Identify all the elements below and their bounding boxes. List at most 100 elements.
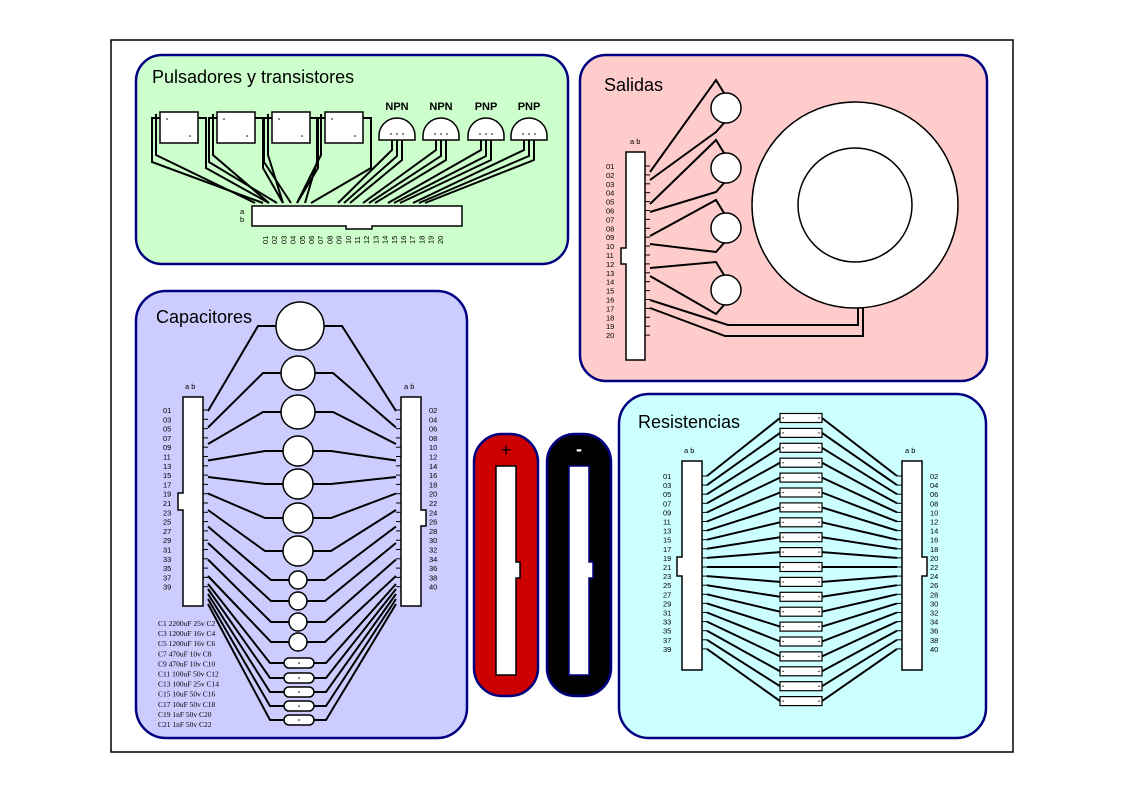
res-right-pin-16: 16 <box>930 536 938 545</box>
led-wire <box>649 198 725 237</box>
res-wire <box>706 461 781 505</box>
res-right-pin-06: 06 <box>930 490 938 499</box>
cap-left-pin-25: 25 <box>163 518 171 527</box>
row-label-a: a <box>240 207 245 216</box>
transistor-wire <box>418 140 530 204</box>
res-dot <box>782 536 784 538</box>
res-left-pin-17: 17 <box>663 545 671 554</box>
resistor-19 <box>779 695 823 707</box>
cap-wire <box>207 558 289 623</box>
push-button <box>271 111 311 144</box>
button-dot <box>246 135 248 137</box>
res-dot <box>782 700 784 702</box>
res-wire <box>706 602 781 628</box>
output-led <box>710 92 742 124</box>
cap-dot <box>298 705 300 707</box>
salidas-pin-07: 07 <box>606 215 614 224</box>
cap-small-wire <box>314 593 397 693</box>
pin-label-01: 01 <box>261 236 270 244</box>
pin-label-13: 13 <box>371 236 380 244</box>
cap-left-pin-23: 23 <box>163 508 171 517</box>
cap-left-pin-29: 29 <box>163 536 171 545</box>
capacitor-9 <box>288 612 308 632</box>
resistor-7 <box>779 517 823 528</box>
cap-wire <box>313 509 397 552</box>
capacitor-1 <box>280 355 316 391</box>
res-right-pin-34: 34 <box>930 618 938 627</box>
res-right-pin-36: 36 <box>930 627 938 636</box>
cap-small-wire <box>314 583 397 664</box>
res-right-connector <box>901 460 928 671</box>
cap-left-pin-11: 11 <box>163 453 171 462</box>
transistor-pin <box>479 133 481 135</box>
plus-symbol: + <box>501 440 512 460</box>
res-left-pin-03: 03 <box>663 481 671 490</box>
cap-legend-6: C13 100uF 25v C14 <box>158 680 219 689</box>
salidas-pin-04: 04 <box>606 189 614 198</box>
res-dot <box>818 447 820 449</box>
res-dot <box>782 596 784 598</box>
res-dot <box>782 611 784 613</box>
res-dot <box>782 655 784 658</box>
cap-right-pin-40: 40 <box>429 583 437 592</box>
button-dot <box>301 135 303 137</box>
transistor-pin <box>446 133 448 135</box>
cap-right-pin-16: 16 <box>429 471 437 480</box>
capacitor-7 <box>288 570 308 590</box>
button-wire <box>263 117 292 204</box>
resistor-16 <box>779 651 823 662</box>
transistor-type-0: NPN <box>385 101 408 113</box>
transistor-type-2: PNP <box>475 101 498 113</box>
led-wire <box>649 260 725 276</box>
button-wire <box>296 114 322 204</box>
res-left-pin-07: 07 <box>663 499 671 508</box>
output-led <box>710 274 742 306</box>
cap-legend-4: C9 470uF 10v C10 <box>158 659 216 668</box>
cap-small-wire <box>314 598 397 707</box>
res-dot <box>782 625 784 628</box>
cap-legend-10: C21 1nF 50v C22 <box>158 720 212 729</box>
cap-dot <box>298 719 300 721</box>
capacitor-4 <box>282 468 314 500</box>
res-wire <box>821 446 898 496</box>
res-dot <box>818 432 820 434</box>
resistor-15 <box>779 636 823 647</box>
cap-right-pin-08: 08 <box>429 434 437 443</box>
pin-label-02: 02 <box>270 236 279 244</box>
led-wire <box>649 275 725 316</box>
transistor-type-3: PNP <box>518 101 541 113</box>
res-dot <box>818 506 820 509</box>
minus-symbol: - <box>576 439 582 459</box>
push-button <box>216 111 256 144</box>
cap-small-wire <box>207 583 284 664</box>
res-wire <box>706 506 781 532</box>
title-capacitores: Capacitores <box>156 307 252 327</box>
res-wire <box>821 491 898 523</box>
res-wire <box>706 638 781 688</box>
cap-right-pin-28: 28 <box>429 527 437 536</box>
resistor-4 <box>779 472 823 483</box>
res-left-pin-05: 05 <box>663 490 671 499</box>
cap-wire <box>207 372 281 429</box>
res-right-pin-30: 30 <box>930 599 938 608</box>
transistor-wire <box>424 140 535 204</box>
salidas-pin-11: 11 <box>606 251 614 260</box>
led-wire <box>649 78 725 173</box>
salidas-pin-14: 14 <box>606 278 614 287</box>
pin-label-10: 10 <box>344 236 353 244</box>
res-wire <box>821 593 898 613</box>
salidas-ab: a b <box>630 137 640 146</box>
capacitor-0 <box>275 301 325 351</box>
wires-layer <box>151 78 898 721</box>
res-dot <box>782 417 784 419</box>
res-dot <box>818 655 820 658</box>
res-wire <box>821 629 898 673</box>
res-right-pin-22: 22 <box>930 563 938 572</box>
cap-right-pin-36: 36 <box>429 564 437 573</box>
res-right-pin-20: 20 <box>930 554 938 563</box>
cap-legend-9: C19 1nF 50v C20 <box>158 710 212 719</box>
transistor-pin <box>396 133 398 135</box>
res-wire <box>821 536 898 550</box>
res-dot <box>818 670 820 672</box>
cap-wire <box>307 542 397 602</box>
